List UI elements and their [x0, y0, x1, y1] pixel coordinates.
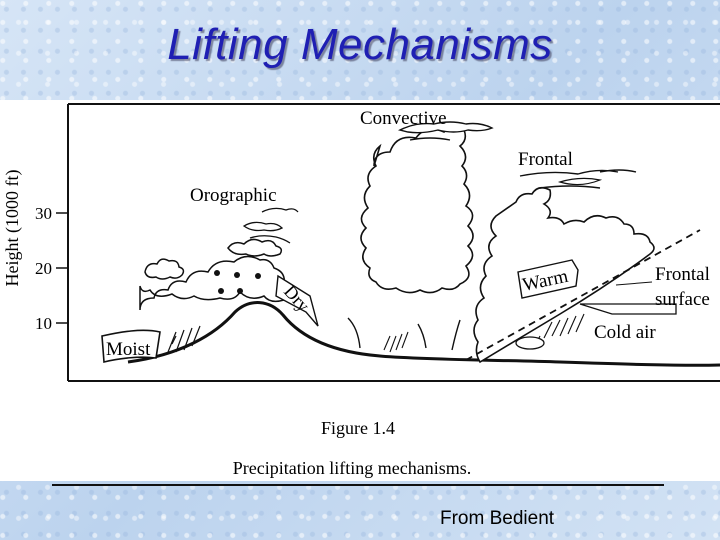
moist-label: Moist — [106, 339, 151, 360]
orographic-wisp-top — [261, 207, 299, 213]
anvil-top — [397, 121, 494, 141]
frontal-surface-label-2: surface — [655, 289, 710, 310]
dry-arrow — [275, 274, 319, 327]
y-axis-label: Height (1000 ft) — [2, 170, 23, 287]
slide-title: Lifting Mechanisms — [167, 20, 553, 69]
moist-arrow — [101, 329, 161, 364]
orographic-label: Orographic — [190, 185, 277, 206]
frontal-surface-label-1: Frontal — [655, 264, 710, 285]
cold-air-pool — [515, 336, 545, 350]
y-ticks: 30 20 10 — [35, 204, 68, 333]
convective-cloud — [360, 126, 474, 294]
cirrus-cloud — [557, 177, 603, 186]
tick-30-label: 30 — [35, 204, 52, 223]
tick-20-label: 20 — [35, 259, 52, 278]
warm-arrow — [517, 259, 579, 299]
precip-dots — [214, 270, 261, 294]
cirrus-streaks — [519, 169, 637, 189]
cold-air-arrow — [579, 303, 677, 315]
convective-rain — [383, 331, 409, 353]
figure-caption: Precipitation lifting mechanisms. — [233, 458, 471, 478]
source-credit: From Bedient — [440, 508, 555, 529]
ground-profile — [127, 301, 720, 367]
lifting-mechanisms-figure: Height (1000 ft) 30 20 10 — [0, 100, 720, 481]
credit-divider — [52, 484, 664, 486]
lifting-diagram: Height (1000 ft) 30 20 10 — [2, 103, 720, 478]
frontal-surface-leader — [615, 281, 653, 286]
cold-air-label: Cold air — [594, 322, 656, 343]
small-cloud — [144, 258, 185, 280]
orographic-rain — [167, 325, 201, 353]
orographic-cloud-top — [227, 238, 283, 257]
orographic-wisps — [242, 221, 291, 244]
tick-10-label: 10 — [35, 314, 52, 333]
frontal-label: Frontal — [518, 149, 573, 170]
updraft-lines — [347, 317, 461, 351]
frontal-surface-line — [465, 229, 701, 361]
figure-number: Figure 1.4 — [321, 418, 395, 438]
convective-label: Convective — [360, 108, 447, 129]
